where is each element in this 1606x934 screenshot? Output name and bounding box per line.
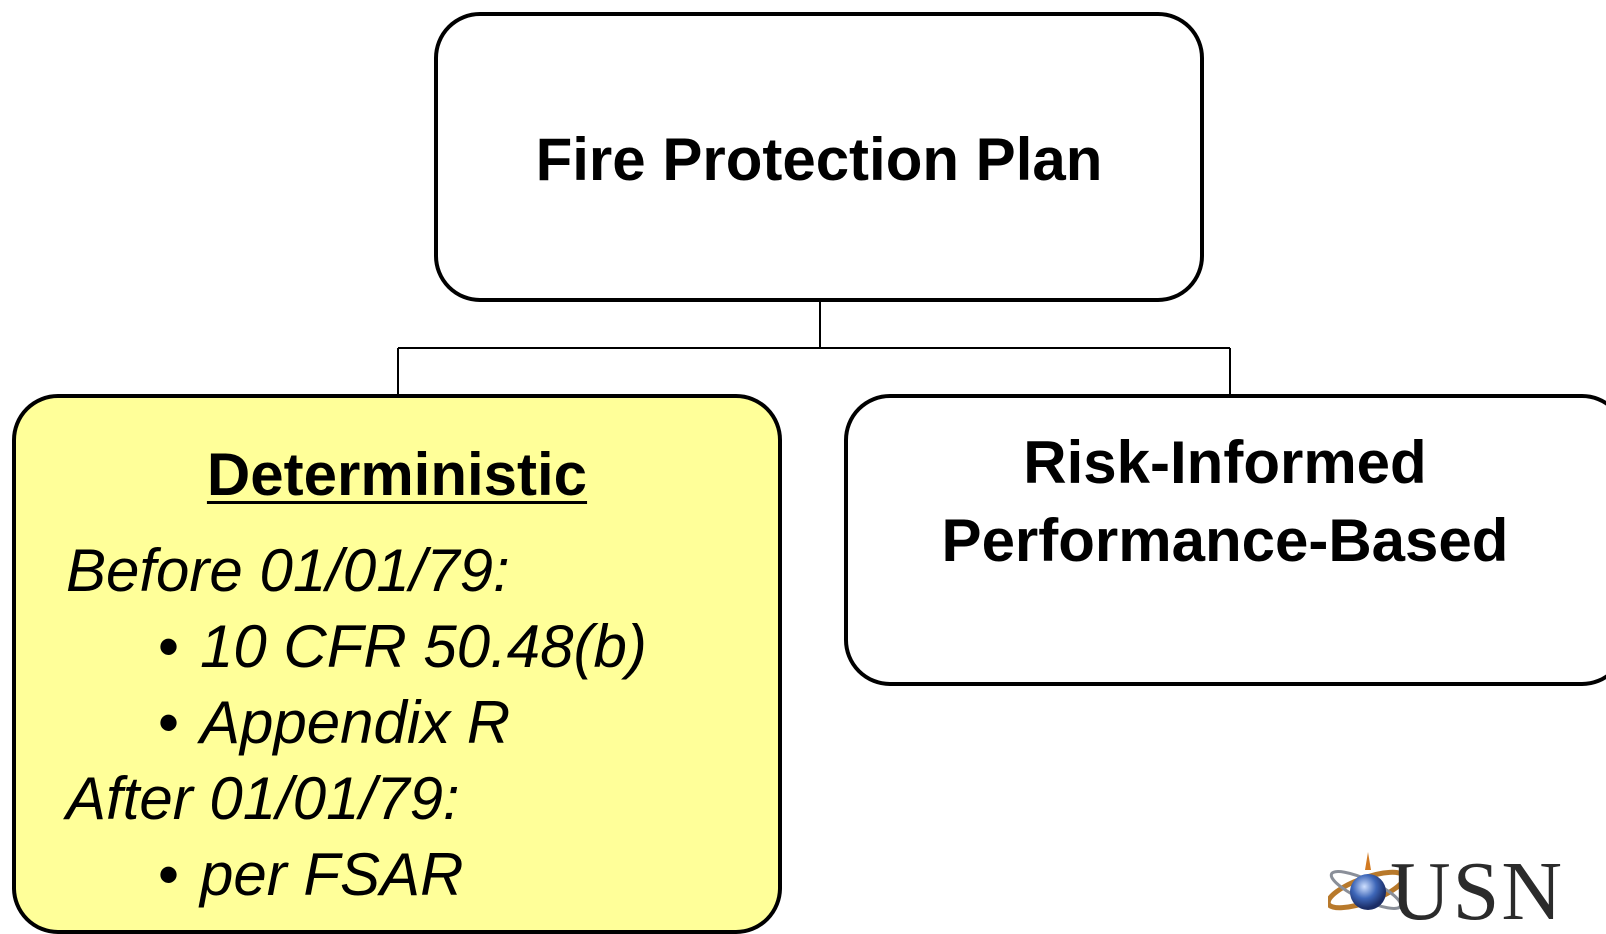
list-item: • 10 CFR 50.48(b) (158, 612, 647, 681)
usnrc-logo: USN (1328, 846, 1606, 922)
after-date-label: After 01/01/79: (66, 765, 460, 832)
root-title: Fire Protection Plan (535, 125, 1103, 193)
after-item-fsar: per FSAR (200, 841, 464, 908)
before-item-cfr: 10 CFR 50.48(b) (200, 613, 647, 680)
bullet-icon: • (158, 613, 180, 680)
deterministic-box: Deterministic Before 01/01/79: • 10 CFR 5… (12, 394, 782, 934)
risk-informed-line: Risk-Informed (1023, 429, 1427, 496)
bullet-icon: • (158, 689, 180, 756)
atom-globe-icon (1328, 852, 1407, 911)
logo-text: USN (1390, 846, 1565, 923)
risk-informed-box: Risk-Informed Performance-Based (844, 394, 1606, 686)
bullet-icon: • (158, 841, 180, 908)
fire-protection-plan-box: Fire Protection Plan (434, 12, 1204, 302)
performance-based-line: Performance-Based (941, 507, 1509, 574)
before-date-label: Before 01/01/79: (66, 537, 510, 604)
risk-informed-title: Risk-Informed Performance-Based (848, 424, 1602, 580)
list-item: • Appendix R (158, 688, 510, 757)
deterministic-title: Deterministic (206, 441, 588, 508)
before-item-appendix-r: Appendix R (200, 689, 511, 756)
list-item: • per FSAR (158, 840, 463, 909)
